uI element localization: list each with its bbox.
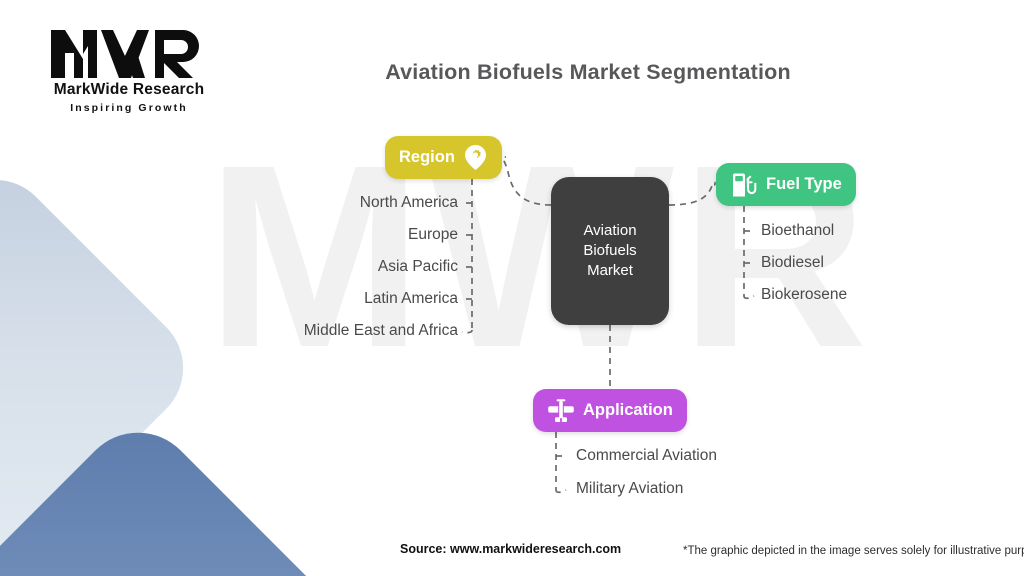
fuel-pump-recycle-icon [730,171,758,198]
page-title-text: Aviation Biofuels Market Segmentation [385,60,791,84]
hub-label-line2: Biofuels [583,242,637,259]
connector-hub-fuel [668,181,716,206]
brand-tagline: Inspiring Growth [70,102,188,114]
branch-badge-region[interactable]: Region [385,136,502,179]
leaf-region-latin-america[interactable]: Latin America [364,290,458,307]
disclaimer-text: *The graphic depicted in the image serve… [683,545,1024,557]
leaf-region-asia-pacific[interactable]: Asia Pacific [377,258,458,275]
page-title: Aviation Biofuels Market Segmentation [0,60,1024,85]
brand-logo: MarkWide Research Inspiring Growth [34,26,224,114]
leaf-region-north-america[interactable]: North America [359,194,458,211]
map-pin-gear-icon [463,144,488,171]
leaf-application-commercial-aviation[interactable]: Commercial Aviation [576,447,717,464]
brand-name: MarkWide Research [53,81,205,98]
airplane-icon [547,398,575,424]
hub-label-line1: Aviation [583,222,637,239]
leaf-application-military-aviation[interactable]: Military Aviation [576,480,684,497]
hub-label-line3: Market [587,262,633,279]
branch-label-fuel-type: Fuel Type [766,175,842,193]
branch-badge-fuel-type[interactable]: Fuel Type [716,163,856,206]
leaf-region-middle-east-and-africa[interactable]: Middle East and Africa [303,322,458,339]
hub-node[interactable]: Aviation Biofuels Market [551,177,669,325]
leaf-fuel-biokerosene[interactable]: Biokerosene [761,286,848,303]
leaf-region-europe[interactable]: Europe [408,226,458,243]
leaf-fuel-biodiesel[interactable]: Biodiesel [761,254,824,271]
branch-label-application: Application [583,401,673,419]
hub-label: Aviation Biofuels Market [583,221,636,281]
connector-app-item-1 [555,489,567,494]
connector-region-item-4 [461,329,473,334]
connector-hub-region [502,156,552,206]
connector-fuel-item-2 [743,295,755,300]
leaf-fuel-bioethanol[interactable]: Bioethanol [761,222,835,239]
source-text: Source: www.markwideresearch.com [400,542,622,556]
branch-label-region: Region [399,148,455,166]
mwr-logo-icon [51,30,199,78]
branch-badge-application[interactable]: Application [533,389,687,432]
